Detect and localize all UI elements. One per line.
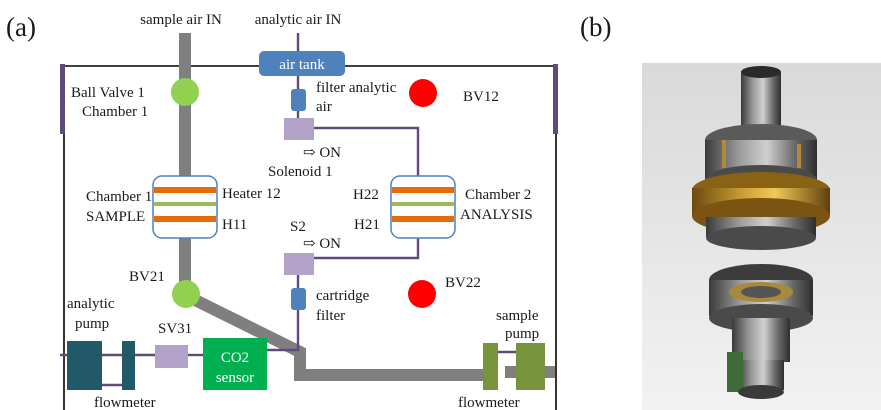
- cartridge-filter-label-line2: filter: [316, 308, 345, 324]
- air-tank-label: air tank: [279, 57, 325, 73]
- bv12-valve: [409, 79, 437, 107]
- analytic-pump: [67, 341, 102, 390]
- co2-sensor-label-line1: CO2: [221, 350, 249, 366]
- chamber-1: [152, 175, 218, 239]
- chamber-2-heater-22: [392, 187, 454, 193]
- flowmeter-right-label: flowmeter: [458, 395, 520, 410]
- panel-b-label: (b): [580, 12, 611, 42]
- heater-21-label: H21: [354, 217, 380, 233]
- s2-solenoid: [284, 253, 314, 275]
- solenoid-1-on-label: ⇨ ON: [303, 145, 341, 161]
- panel-a: (a) sample air IN analytic air IN: [6, 12, 558, 410]
- chamber-1-label-line1: Chamber 1: [86, 189, 152, 205]
- bv12-label: BV12: [463, 89, 499, 105]
- co2-sensor-label-line2: sensor: [216, 370, 254, 386]
- ball-valve-1: [171, 78, 199, 106]
- left-side-bar: [60, 64, 65, 134]
- right-side-bar: [553, 64, 558, 134]
- chamber-2-heater-21: [392, 216, 454, 222]
- flowmeter-left-label: flowmeter: [94, 395, 156, 410]
- sample-pump-flowmeter: [483, 343, 498, 390]
- chamber-2-label-line1: Chamber 2: [465, 187, 531, 203]
- solenoid-1-label: Solenoid 1: [268, 164, 333, 180]
- cartridge-filter: [291, 288, 306, 310]
- analytic-air-inlet-label: analytic air IN: [255, 12, 342, 28]
- sv31-label: SV31: [158, 321, 192, 337]
- chamber-2: [390, 175, 456, 239]
- ball-valve-1-label-line1: Ball Valve 1: [71, 85, 145, 101]
- chamber-2-middle-band: [392, 202, 454, 206]
- bv22-valve: [408, 280, 436, 308]
- bv22-label: BV22: [445, 275, 481, 291]
- cartridge-filter-label-line1: cartridge: [316, 288, 370, 304]
- ball-valve-1-label-line2: Chamber 1: [82, 104, 148, 120]
- co2-sensor: CO2 sensor: [203, 338, 267, 390]
- sample-pump: [516, 343, 545, 390]
- sv31-valve: [155, 345, 188, 368]
- solenoid-1: [284, 118, 314, 140]
- chamber-1-middle-band: [154, 202, 216, 206]
- bv21-label: BV21: [129, 269, 165, 285]
- filter-label-line1: filter analytic: [316, 80, 397, 96]
- sample-pump-label-line2: pump: [505, 326, 539, 342]
- device-3d-render: [642, 63, 881, 410]
- analytic-air-filter: filter analytic air: [291, 80, 397, 115]
- heater-12-label: Heater 12: [222, 186, 281, 202]
- chamber-1-heater-12: [154, 187, 216, 193]
- panel-b: (b): [580, 12, 881, 410]
- s2-on-label: ⇨ ON: [303, 236, 341, 252]
- chamber-1-heater-11: [154, 216, 216, 222]
- air-tank: air tank: [259, 51, 345, 76]
- analytic-pump-label-line2: pump: [75, 316, 109, 332]
- filter-label-line2: air: [316, 99, 332, 115]
- heater-11-label: H11: [222, 217, 247, 233]
- analytic-pump-flowmeter: [122, 341, 135, 390]
- chamber-1-label-line2: SAMPLE: [86, 209, 145, 225]
- panel-a-label: (a): [6, 12, 36, 42]
- heater-22-label: H22: [353, 187, 379, 203]
- analytic-pump-label-line1: analytic: [67, 296, 115, 312]
- sample-air-inlet-label: sample air IN: [140, 12, 222, 28]
- chamber-2-label-line2: ANALYSIS: [460, 207, 533, 223]
- bv21-valve: [172, 280, 200, 308]
- sample-pump-label-line1: sample: [496, 308, 539, 324]
- s2-label: S2: [290, 219, 306, 235]
